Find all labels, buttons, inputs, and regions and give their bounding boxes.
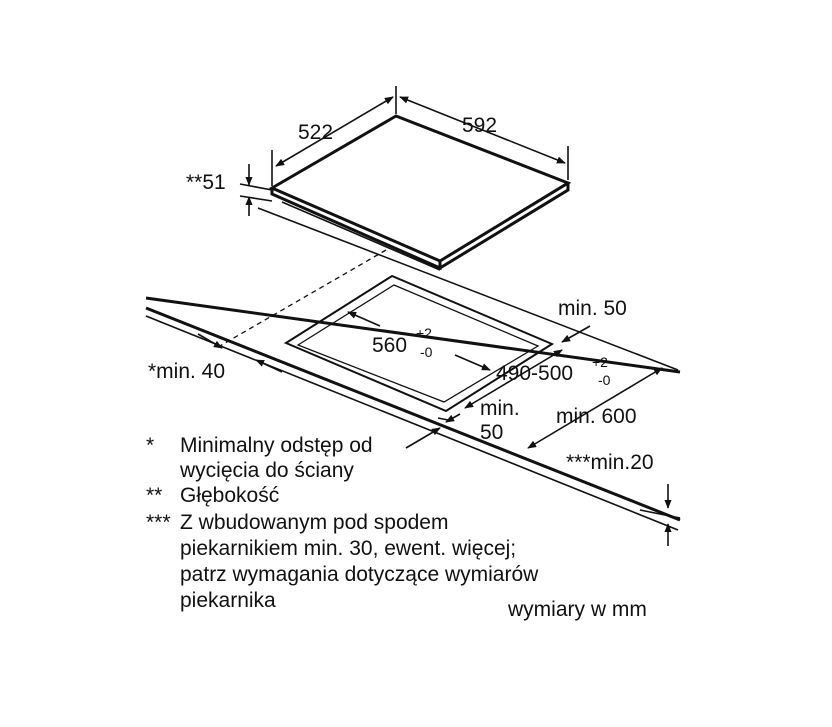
worktop [145, 207, 681, 531]
legend-3-line-2: piekarnikiem min. 30, ewent. więcej; [180, 537, 516, 560]
dim-line-front-clearance-c [405, 427, 441, 449]
label-front-clearance-1: min. [480, 397, 520, 420]
legend-3-line-4: piekarnika [180, 589, 276, 612]
label-front-clearance-2: 50 [480, 421, 503, 444]
dim-line-wall-clearance-a [197, 333, 223, 349]
legend-1-line-1: Minimalny odstęp od [180, 434, 373, 457]
label-hob-width: 592 [462, 114, 497, 137]
hob-side-edge [439, 183, 570, 270]
hob-body-underline [281, 201, 441, 271]
dimension-labels: 522 592 **51 560 +2 -0 490-500 +2 -0 *mi… [148, 114, 654, 474]
legend: * Minimalny odstęp od wycięcia do ściany… [146, 434, 647, 621]
hob-front-edge [270, 188, 442, 271]
label-worktop-depth: min. 600 [556, 405, 637, 428]
dim-ext-height-bottom [239, 195, 273, 202]
worktop-front-edge [145, 306, 681, 522]
legend-marker-2: ** [146, 484, 162, 507]
hob-dimensions [239, 86, 569, 216]
dim-line-worktop-depth [527, 367, 663, 449]
dim-line-depth [275, 96, 394, 167]
cutout [283, 274, 555, 413]
dim-ext-height-top [239, 183, 273, 191]
dim-line-front-clearance-b [445, 413, 461, 423]
label-cutout-width-tol-plus: +2 [416, 325, 432, 341]
legend-3-line-1: Z wbudowanym pod spodem [180, 511, 448, 534]
dim-line-width [399, 96, 566, 164]
worktop-underside-edge [257, 207, 679, 371]
label-cutout-depth-tol-plus: +2 [592, 354, 608, 370]
dim-line-rear-clearance [561, 325, 591, 343]
legend-3-line-3: patrz wymagania dotyczące wymiarów [180, 563, 539, 586]
label-cutout-width-tol-minus: -0 [420, 344, 433, 360]
cutout-dimensions [197, 311, 681, 546]
label-hob-depth: 522 [298, 121, 333, 144]
label-cutout-depth-tol-minus: -0 [598, 372, 611, 388]
dim-line-cutout-depth [464, 349, 563, 409]
legend-marker-1: * [146, 434, 154, 457]
label-wall-clearance: *min. 40 [148, 360, 225, 383]
label-hob-height: **51 [186, 171, 226, 194]
dim-line-wall-clearance-b [255, 359, 283, 373]
label-cutout-width: 560 [372, 334, 407, 357]
label-rear-clearance: min. 50 [558, 297, 627, 320]
cutout-outer [283, 274, 555, 413]
legend-2-line-1: Głębokość [180, 484, 279, 507]
dim-line-cutout-width [347, 311, 381, 327]
cutout-inner [296, 284, 540, 403]
label-worktop-thickness: ***min.20 [566, 451, 654, 474]
dim-line-cutout-width-b [454, 354, 491, 371]
legend-marker-3: *** [146, 511, 171, 534]
legend-1-line-2: wycięcia do ściany [179, 459, 354, 482]
label-cutout-depth: 490-500 [496, 362, 573, 385]
units-note: wymiary w mm [507, 598, 647, 621]
dim-ext-thickness-top [639, 509, 681, 519]
worktop-back-edge [145, 296, 681, 374]
worktop-bottom-edge [145, 315, 679, 531]
dim-line-front-clearance [437, 417, 449, 421]
